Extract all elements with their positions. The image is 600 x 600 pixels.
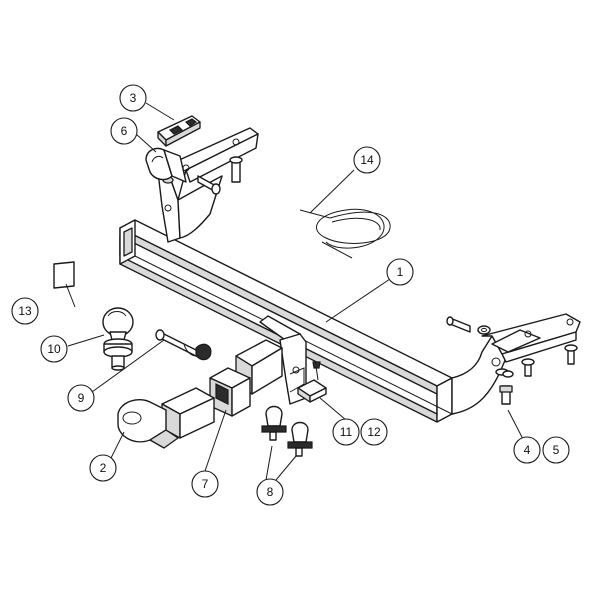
label-plate-part-13 (53, 261, 75, 289)
callout-13-label: 13 (18, 304, 32, 318)
callout-2: 2 (89, 454, 117, 482)
receiver-collar-part-7 (209, 367, 251, 417)
callout-6: 6 (110, 117, 138, 145)
callout-1: 1 (386, 258, 414, 286)
callout-4: 4 (513, 436, 541, 464)
callout-14: 14 (353, 146, 381, 174)
small-bracket-part-11-12 (297, 361, 327, 403)
cable-coil-part-14 (299, 208, 391, 259)
callout-2-label: 2 (100, 461, 107, 475)
leader-lines (65, 102, 525, 481)
hitch-pin-part-9 (155, 329, 212, 361)
callout-14-label: 14 (360, 153, 374, 167)
callout-11: 11 (332, 418, 360, 446)
callout-8: 8 (256, 478, 284, 506)
callout-6-label: 6 (121, 124, 128, 138)
right-mounting-arm (451, 313, 581, 415)
right-arm-bolts (446, 316, 578, 405)
callout-3-label: 3 (130, 91, 137, 105)
callout-5-label: 5 (553, 443, 560, 457)
u-clamp-part-6 (145, 147, 187, 183)
callout-10: 10 (40, 335, 68, 363)
callout-3: 3 (119, 84, 147, 112)
callout-9: 9 (67, 384, 95, 412)
callout-13: 13 (11, 297, 39, 325)
callout-12-label: 12 (367, 425, 381, 439)
callout-8-label: 8 (267, 485, 274, 499)
callout-5: 5 (542, 436, 570, 464)
crossbar-part-1 (119, 219, 453, 423)
drawbar-part-2 (117, 387, 215, 449)
callout-11-label: 11 (340, 425, 353, 439)
tow-ball-part-10 (102, 307, 134, 371)
clamp-plate-part-3 (157, 115, 201, 147)
callout-10-label: 10 (47, 342, 61, 356)
callout-9-label: 9 (78, 391, 85, 405)
callout-4-label: 4 (524, 443, 531, 457)
callout-1-label: 1 (397, 265, 404, 279)
shackles-part-8 (261, 405, 313, 457)
callout-7-label: 7 (202, 477, 209, 491)
left-mounting-arm (157, 127, 259, 243)
callout-7: 7 (191, 470, 219, 498)
left-arm-bolts (162, 156, 243, 195)
callout-12: 12 (360, 418, 388, 446)
